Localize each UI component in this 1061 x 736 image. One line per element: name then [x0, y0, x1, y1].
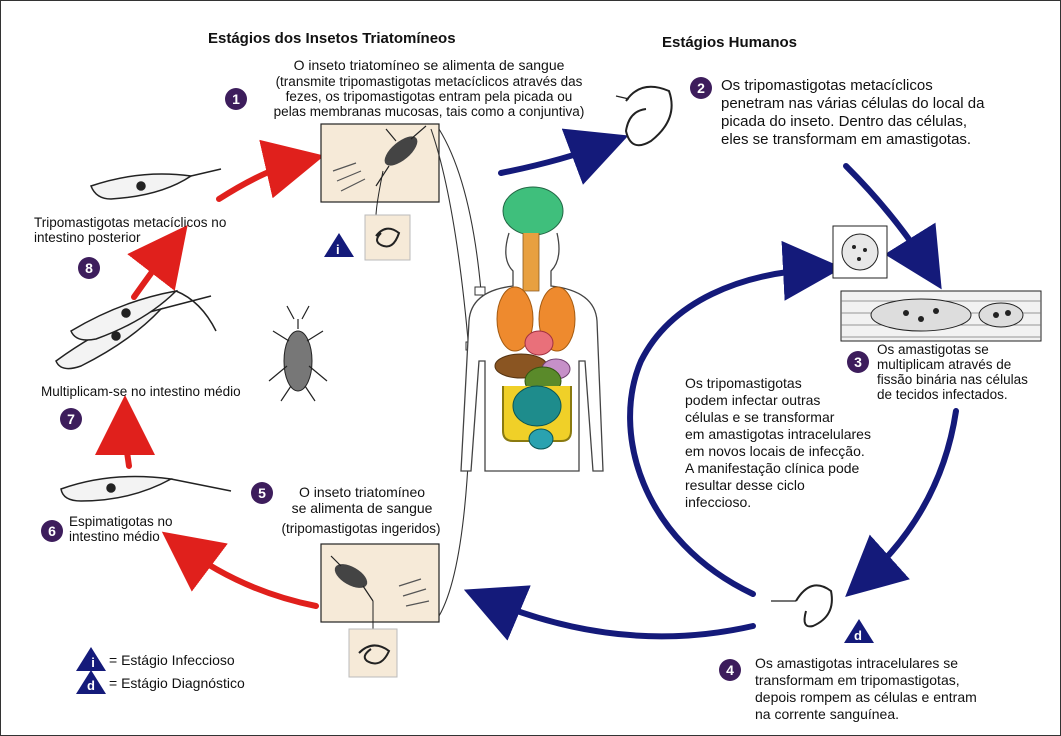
legend-infective: = Estágio Infeccioso [109, 652, 235, 668]
intestinal-cells-stage-3 [841, 291, 1041, 341]
step-2-badge: 2 [690, 77, 712, 99]
step-1-text: O inseto triatomíneo se alimenta de sang… [257, 57, 601, 73]
bug-feeding-panel-1 [321, 124, 439, 216]
human-body-figure [461, 187, 603, 471]
step-2-text: Os tripomastigotas metacíclicos penetram… [721, 77, 1041, 149]
arrow-7-to-8 [134, 244, 173, 297]
step-8-text: Tripomastigotas metacíclicos no intestin… [34, 215, 274, 245]
epimastigote-stage-6 [61, 477, 231, 501]
trypomastigote-stage-2 [616, 87, 672, 145]
step-4-badge: 4 [719, 659, 741, 681]
step-5-text: O inseto triatomíneo se alimenta de sang… [267, 484, 457, 516]
human-stages-header: Estágios Humanos [662, 35, 797, 51]
arrow-1-to-2 [501, 144, 606, 173]
legend-infective-symbol: i [87, 655, 99, 671]
amastigote-cell-inset [833, 226, 887, 278]
step-8-badge: 8 [78, 257, 100, 279]
arrow-6-to-7 [125, 419, 129, 466]
step-5-subtext: (tripomastigotas ingeridos) [261, 521, 461, 536]
trypomastigote-inset-5 [349, 629, 397, 677]
legend-diagnostic-symbol: d [85, 678, 97, 694]
step-6-badge: 6 [41, 520, 63, 542]
step-7-badge: 7 [60, 408, 82, 430]
trypomastigote-stage-8 [91, 169, 221, 199]
diagnostic-stage-marker: d [844, 619, 874, 643]
legend-diagnostic: = Estágio Diagnóstico [109, 675, 245, 691]
step-1-badge: 1 [225, 88, 247, 110]
epimastigotes-stage-7 [56, 291, 216, 369]
insect-stages-header: Estágios dos Insetos Triatomíneos [208, 31, 456, 47]
arrow-4-to-5 [486, 599, 753, 636]
step-7-text: Multiplicam-se no intestino médio [41, 384, 301, 399]
reinfection-note: Os tripomastigotas podem infectar outras… [685, 375, 925, 511]
trypomastigote-stage-4 [771, 585, 832, 626]
step-4-text: Os amastigotas intracelulares se transfo… [755, 655, 1055, 723]
svg-text:d: d [854, 628, 862, 643]
svg-text:i: i [336, 242, 340, 257]
arrow-5-to-6 [181, 546, 316, 606]
bug-feeding-panel-5 [321, 544, 439, 631]
trypomastigote-inset-1 [365, 215, 410, 260]
step-3-badge: 3 [847, 351, 869, 373]
step-6-text: Espimatigotas no intestino médio [69, 514, 209, 544]
infective-stage-marker: i [324, 233, 354, 257]
step-1-subtext: (transmite tripomastigotas metacíclicos … [249, 74, 609, 119]
arrow-8-to-1 [219, 161, 301, 199]
